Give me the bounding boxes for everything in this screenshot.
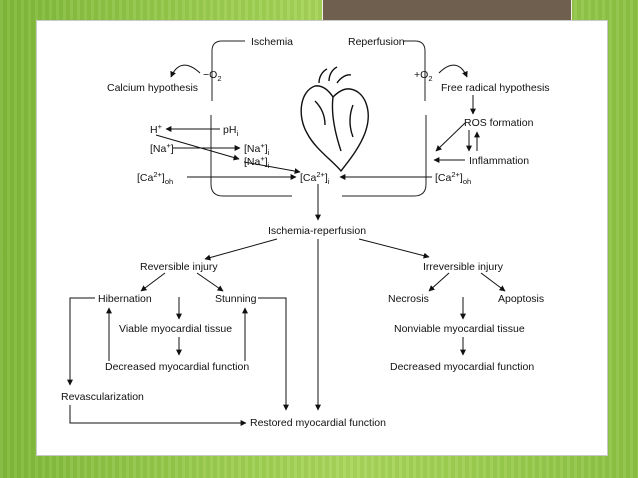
free-radical-hypothesis-label: Free radical hypothesis (441, 82, 550, 94)
nonviable-tissue-label: Nonviable myocardial tissue (394, 323, 525, 335)
reperfusion-label: Reperfusion (348, 36, 405, 48)
irreversible-injury-label: Irreversible injury (423, 261, 504, 273)
arrow-ros-to-cell (435, 122, 466, 152)
ischemia-reperfusion-label: Ischemia-reperfusion (268, 225, 366, 237)
hibernation-label: Hibernation (98, 293, 152, 305)
na-label: [Na+] (150, 141, 174, 155)
necrosis-label: Necrosis (388, 293, 429, 305)
ca-oh-right-label: [Ca2+]oh (435, 170, 471, 186)
plus-o2-label: +O2 (414, 69, 432, 83)
diagram-card: Ischemia Reperfusion −O2 +O2 Calcium hyp… (36, 20, 608, 456)
arrow-ir-to-irreversible (358, 238, 430, 259)
ros-formation-label: ROS formation (464, 117, 534, 129)
ischemia-frame (211, 40, 245, 101)
reversible-injury-label: Reversible injury (140, 261, 218, 273)
ca-oh-left-label: [Ca2+]oh (137, 170, 173, 186)
ca-i-label: [Ca2+]i (300, 170, 330, 186)
stunning-label: Stunning (215, 293, 257, 305)
reperfusion-frame (403, 40, 426, 101)
na-i-label-2: [Na+]i (244, 154, 270, 170)
arrow-reversible-to-stunning (196, 272, 224, 292)
ischemia-reperfusion-diagram: Ischemia Reperfusion −O2 +O2 Calcium hyp… (61, 36, 550, 429)
arrow-irreversible-to-necrosis (428, 272, 450, 292)
decreased-function-right-label: Decreased myocardial function (390, 361, 534, 373)
na-i-label-1: [Na+]i (244, 141, 270, 157)
arrow-hibernation-to-revascularization (67, 297, 95, 386)
ischemia-label: Ischemia (251, 36, 293, 48)
reperfusion-lower-frame (342, 115, 427, 197)
viable-tissue-label: Viable myocardial tissue (119, 323, 232, 335)
h-plus-label: H+ (150, 122, 163, 136)
arrow-revascularization-to-restored (69, 405, 247, 426)
ischemia-lower-frame (210, 115, 292, 197)
heart-icon (300, 66, 369, 173)
decreased-function-left-label: Decreased myocardial function (105, 361, 249, 373)
arrow-o2-to-free-radical (438, 64, 468, 78)
restored-function-label: Restored myocardial function (250, 417, 386, 429)
apoptosis-label: Apoptosis (498, 293, 544, 305)
arrow-o2-to-calcium (170, 64, 201, 78)
arrow-nai-to-ca-i (243, 161, 301, 175)
arrow-stunning-to-restored (258, 297, 289, 411)
inflammation-label: Inflammation (469, 155, 529, 167)
ph-label: pHi (223, 124, 238, 138)
arrow-reversible-to-hibernation (140, 272, 166, 292)
arrow-irreversible-to-apoptosis (480, 272, 506, 292)
calcium-hypothesis-label: Calcium hypothesis (107, 82, 198, 94)
arrow-h-to-nai (155, 134, 240, 161)
arrow-ir-to-reversible (204, 238, 278, 261)
minus-o2-label: −O2 (203, 69, 221, 83)
revascularization-label: Revascularization (61, 391, 144, 403)
